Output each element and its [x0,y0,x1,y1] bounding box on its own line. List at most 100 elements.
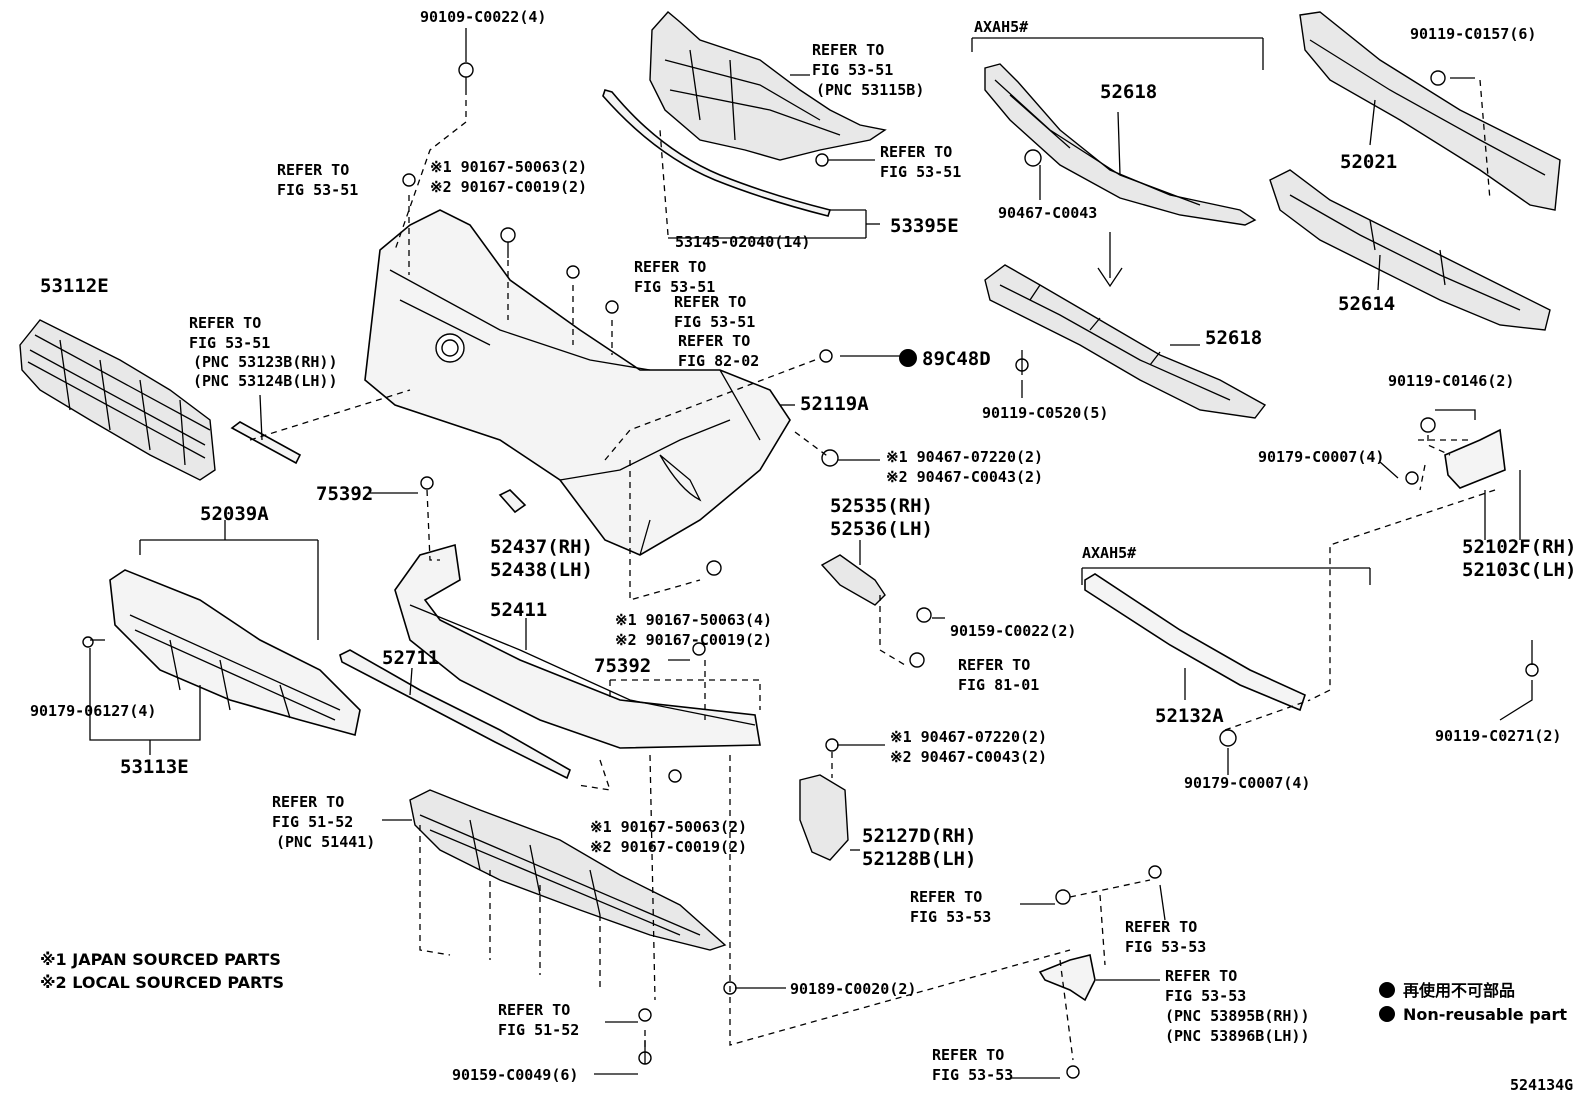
lower-grille-52039a [109,569,361,736]
svg-text:FIG 82-02: FIG 82-02 [678,352,759,370]
svg-text:FIG 53-53: FIG 53-53 [910,908,991,926]
svg-text:FIG 53-53: FIG 53-53 [932,1066,1013,1084]
svg-text:REFER TO: REFER TO [678,332,750,350]
absorber-52132a [1084,573,1306,712]
svg-text:REFER TO: REFER TO [189,314,261,332]
label-52021: 52021 [1340,151,1397,173]
label-53145: 53145-02040(14) [675,233,810,251]
label-90119-c0520: 90119-C0520(5) [982,404,1108,422]
diagram-id: 524134G [1510,1076,1573,1094]
label-90167-50063-top: ※1 90167-50063(2) [430,158,587,176]
grille-53112e [19,319,216,481]
svg-text:REFER TO: REFER TO [1165,967,1237,985]
label-75392-b: 75392 [594,655,651,677]
fasteners [82,62,1539,1079]
svg-text:FIG 53-51: FIG 53-51 [277,181,358,199]
label-refer-51-52-b: REFER TO FIG 51-52 [498,1001,579,1039]
label-52535: 52535(RH) [830,495,933,517]
svg-text:FIG 81-01: FIG 81-01 [958,676,1039,694]
label-52711: 52711 [382,647,439,669]
label-52438: 52438(LH) [490,559,593,581]
label-refer-53-51-d: REFER TO FIG 53-51 [634,258,715,296]
label-90467-07220-a: ※1 90467-07220(2) [886,448,1043,466]
label-90179-06127: 90179-06127(4) [30,702,156,720]
label-90109-c0022: 90109-C0022(4) [420,8,546,26]
side-bracket-52102f [1444,428,1506,489]
label-90189-c0020: 90189-C0020(2) [790,980,916,998]
svg-text:(PNC 53896B(LH)): (PNC 53896B(LH)) [1165,1027,1310,1045]
svg-text:FIG 53-53: FIG 53-53 [1125,938,1206,956]
upper-support-part [649,11,887,161]
sourcing-notes: ※1 JAPAN SOURCED PARTS ※2 LOCAL SOURCED … [40,950,284,992]
label-90179-c0007-b: 90179-C0007(4) [1184,774,1310,792]
svg-text:(PNC 53895B(RH)): (PNC 53895B(RH)) [1165,1007,1310,1025]
label-90119-c0157: 90119-C0157(6) [1410,25,1536,43]
label-refer-81-01: REFER TO FIG 81-01 [958,656,1039,694]
svg-text:REFER TO: REFER TO [634,258,706,276]
svg-text:FIG 53-51: FIG 53-51 [812,61,893,79]
part-labels: 90109-C0022(4) REFER TO FIG 53-51 (PNC 5… [30,8,1576,1084]
svg-text:FIG 51-52: FIG 51-52 [272,813,353,831]
label-refer-53-51-c: REFER TO FIG 53-51 [277,161,358,199]
bracket-52614 [1269,169,1551,331]
label-refer-53-53-a: REFER TO FIG 53-53 [910,888,991,926]
leader-lines [89,28,1533,1079]
label-75392-a: 75392 [316,483,373,505]
svg-text:(PNC 51441): (PNC 51441) [276,833,375,851]
label-90167-c0019-low: ※2 90167-C0019(2) [590,838,747,856]
note-japan-sourced: ※1 JAPAN SOURCED PARTS [40,950,281,969]
label-90167-c0019-top: ※2 90167-C0019(2) [430,178,587,196]
label-89c48d: 89C48D [922,348,991,370]
svg-text:REFER TO: REFER TO [277,161,349,179]
molding-52711 [339,649,571,780]
label-refer-51-52: REFER TO FIG 51-52 (PNC 51441) [272,793,375,851]
label-refer-53-51-b: REFER TO FIG 53-51 [880,143,961,181]
retainer-52535 [820,554,886,606]
label-axah5-top: AXAH5# [974,18,1028,36]
absorber-52618-lower [984,264,1267,419]
label-52618-b: 52618 [1205,327,1262,349]
svg-text:REFER TO: REFER TO [674,293,746,311]
label-refer-53-51-top: REFER TO FIG 53-51 (PNC 53115B) [812,41,924,99]
svg-text:(PNC 53115B): (PNC 53115B) [816,81,924,99]
label-53395e: 53395E [890,215,959,237]
label-refer-53-53-d: REFER TO FIG 53-53 [932,1046,1013,1084]
note-local-sourced: ※2 LOCAL SOURCED PARTS [40,973,284,992]
label-90119-c0271: 90119-C0271(2) [1435,727,1561,745]
label-90179-c0007-a: 90179-C0007(4) [1258,448,1384,466]
svg-text:REFER TO: REFER TO [812,41,884,59]
label-52132a: 52132A [1155,705,1224,727]
label-52614: 52614 [1338,293,1395,315]
label-52437: 52437(RH) [490,536,593,558]
svg-text:FIG 53-51: FIG 53-51 [634,278,715,296]
svg-text:REFER TO: REFER TO [1125,918,1197,936]
label-52127d: 52127D(RH) [862,825,976,847]
label-53113e: 53113E [120,756,189,778]
reinforcement-52021 [1299,11,1561,211]
svg-text:FIG 53-53: FIG 53-53 [1165,987,1246,1005]
label-refer-82-02: REFER TO FIG 82-02 [678,332,759,370]
label-refer-53-51-grille: REFER TO FIG 53-51 (PNC 53123B(RH)) (PNC… [189,314,338,390]
label-53112e: 53112E [40,275,109,297]
legend-jp: 再使用不可部品 [1403,981,1515,1000]
legend: 再使用不可部品 Non-reusable part [1403,981,1567,1024]
label-axah5-mid: AXAH5# [1082,544,1136,562]
label-52536: 52536(LH) [830,518,933,540]
label-52128b: 52128B(LH) [862,848,976,870]
svg-text:(PNC 53124B(LH)): (PNC 53124B(LH)) [193,372,338,390]
svg-text:(PNC 53123B(RH)): (PNC 53123B(RH)) [193,353,338,371]
svg-text:REFER TO: REFER TO [498,1001,570,1019]
svg-text:REFER TO: REFER TO [880,143,952,161]
label-90467-c0043-b: ※2 90467-C0043(2) [890,748,1047,766]
label-refer-53-53-c: REFER TO FIG 53-53 (PNC 53895B(RH)) (PNC… [1165,967,1310,1045]
upper-molding-part [602,89,832,217]
label-90467-07220-b: ※1 90467-07220(2) [890,728,1047,746]
label-52411: 52411 [490,599,547,621]
label-90119-c0146: 90119-C0146(2) [1388,372,1514,390]
svg-text:REFER TO: REFER TO [932,1046,1004,1064]
svg-text:FIG 51-52: FIG 51-52 [498,1021,579,1039]
label-52039a: 52039A [200,503,269,525]
label-90167-c0019-mid: ※2 90167-C0019(2) [615,631,772,649]
bezel-52127d [799,774,849,861]
